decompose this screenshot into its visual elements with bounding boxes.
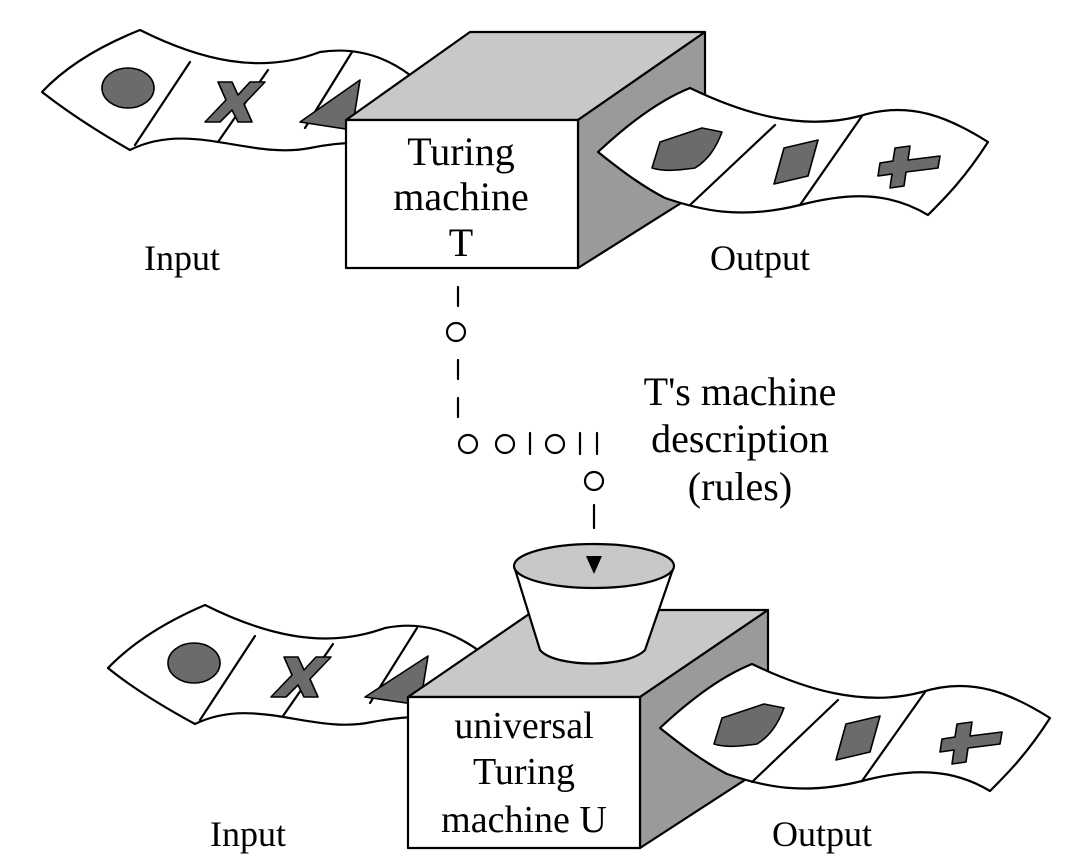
- shield-symbol: [651, 127, 723, 172]
- description-hopper: [512, 542, 676, 665]
- machine-u-input-label: Input: [210, 814, 286, 854]
- shield-symbol: [713, 703, 785, 748]
- description-label-line-3: (rules): [688, 464, 792, 509]
- machine-description-label: T's machine description (rules): [644, 369, 837, 509]
- machine-t-output-tape: [596, 86, 990, 217]
- machine-t-input-label: Input: [144, 238, 220, 278]
- triangle-symbol: [364, 655, 429, 706]
- plus-symbol: [877, 145, 941, 189]
- circle-symbol: [167, 642, 221, 684]
- machine-u-input-tape: [106, 603, 480, 726]
- machine-u-output-tape: [658, 662, 1052, 793]
- description-label-line-2: description: [651, 416, 829, 461]
- machine-u-label-line-2: Turing: [473, 751, 575, 793]
- machine-t-label-line-2: machine: [393, 174, 529, 219]
- diamond-symbol: [835, 715, 881, 761]
- machine-u-label-line-3: machine U: [441, 799, 607, 841]
- machine-description-code: [445, 285, 605, 574]
- machine-t-label-line-1: Turing: [407, 129, 514, 174]
- machine-u-group: universal Turing machine U Input Output: [106, 542, 1052, 854]
- plus-symbol: [939, 721, 1003, 765]
- circle-symbol: [101, 67, 155, 109]
- x-symbol: [204, 81, 266, 123]
- x-symbol: [270, 656, 332, 698]
- machine-t-label-line-3: T: [449, 220, 473, 265]
- machine-t-box: Turing machine T: [344, 30, 707, 270]
- machine-u-output-label: Output: [772, 814, 872, 854]
- triangle-symbol: [299, 79, 361, 131]
- machine-u-label-line-1: universal: [454, 705, 593, 747]
- description-label-line-1: T's machine: [644, 369, 837, 414]
- machine-t-group: Turing machine T Input Output: [40, 28, 990, 278]
- machine-t-output-label: Output: [710, 238, 810, 278]
- diamond-symbol: [773, 139, 819, 185]
